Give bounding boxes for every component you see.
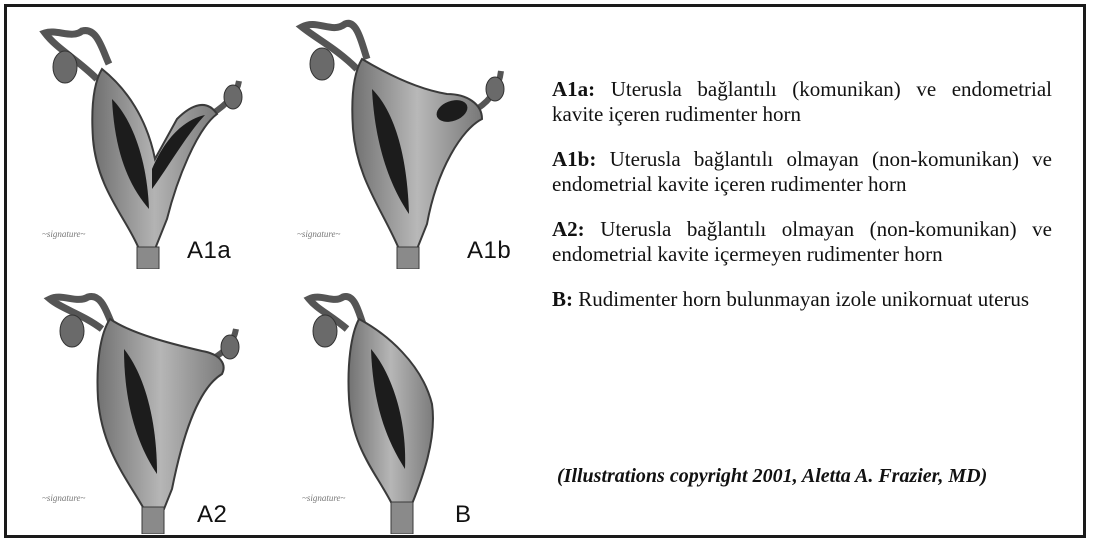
- illustration-a1b: ~signature~ A1b: [277, 9, 527, 269]
- signature-mark: ~signature~: [42, 229, 86, 239]
- ovary-icon: [486, 77, 504, 101]
- legend-code: A1b:: [552, 147, 596, 171]
- ovary-icon: [224, 85, 242, 109]
- ovary-icon: [221, 335, 239, 359]
- legend-text: Uterusla bağlantılı olmayan (non-komunik…: [552, 217, 1052, 266]
- ovary-icon: [313, 315, 337, 347]
- ovary-icon: [60, 315, 84, 347]
- legend-code: B:: [552, 287, 573, 311]
- figure-frame: ~signature~ A1a ~signature~ A1b: [4, 4, 1086, 538]
- legend-code: A2:: [552, 217, 585, 241]
- uterus-a1a-icon: ~signature~: [27, 19, 272, 269]
- legend-entry-a2: A2: Uterusla bağlantılı olmayan (non-kom…: [552, 217, 1052, 267]
- label-b: B: [455, 501, 472, 529]
- legend-text: Uterusla bağlantılı olmayan (non-komunik…: [552, 147, 1052, 196]
- legend-entry-a1b: A1b: Uterusla bağlantılı olmayan (non-ko…: [552, 147, 1052, 197]
- legend-entry-a1a: A1a: Uterusla bağlantılı (komunikan) ve …: [552, 77, 1052, 127]
- illustration-b: ~signature~ B: [297, 289, 512, 534]
- legend-text: Uterusla bağlantılı (komunikan) ve endom…: [552, 77, 1052, 126]
- signature-mark: ~signature~: [302, 493, 346, 503]
- ovary-icon: [310, 48, 334, 80]
- uterus-a1b-icon: ~signature~: [277, 9, 527, 269]
- signature-mark: ~signature~: [297, 229, 341, 239]
- uterus-a2-icon: ~signature~: [32, 289, 277, 534]
- illustration-a1a: ~signature~ A1a: [27, 19, 272, 269]
- legend: A1a: Uterusla bağlantılı (komunikan) ve …: [552, 77, 1052, 332]
- signature-mark: ~signature~: [42, 493, 86, 503]
- label-a2: A2: [197, 501, 227, 529]
- illustration-a2: ~signature~ A2: [32, 289, 277, 534]
- copyright-credit: (Illustrations copyright 2001, Aletta A.…: [557, 465, 1057, 488]
- legend-text: Rudimenter horn bulunmayan izole unikorn…: [578, 287, 1029, 311]
- label-a1a: A1a: [187, 237, 231, 265]
- label-a1b: A1b: [467, 237, 511, 265]
- legend-entry-b: B: Rudimenter horn bulunmayan izole unik…: [552, 287, 1052, 312]
- uterus-b-icon: ~signature~: [297, 289, 512, 534]
- legend-code: A1a:: [552, 77, 595, 101]
- ovary-icon: [53, 51, 77, 83]
